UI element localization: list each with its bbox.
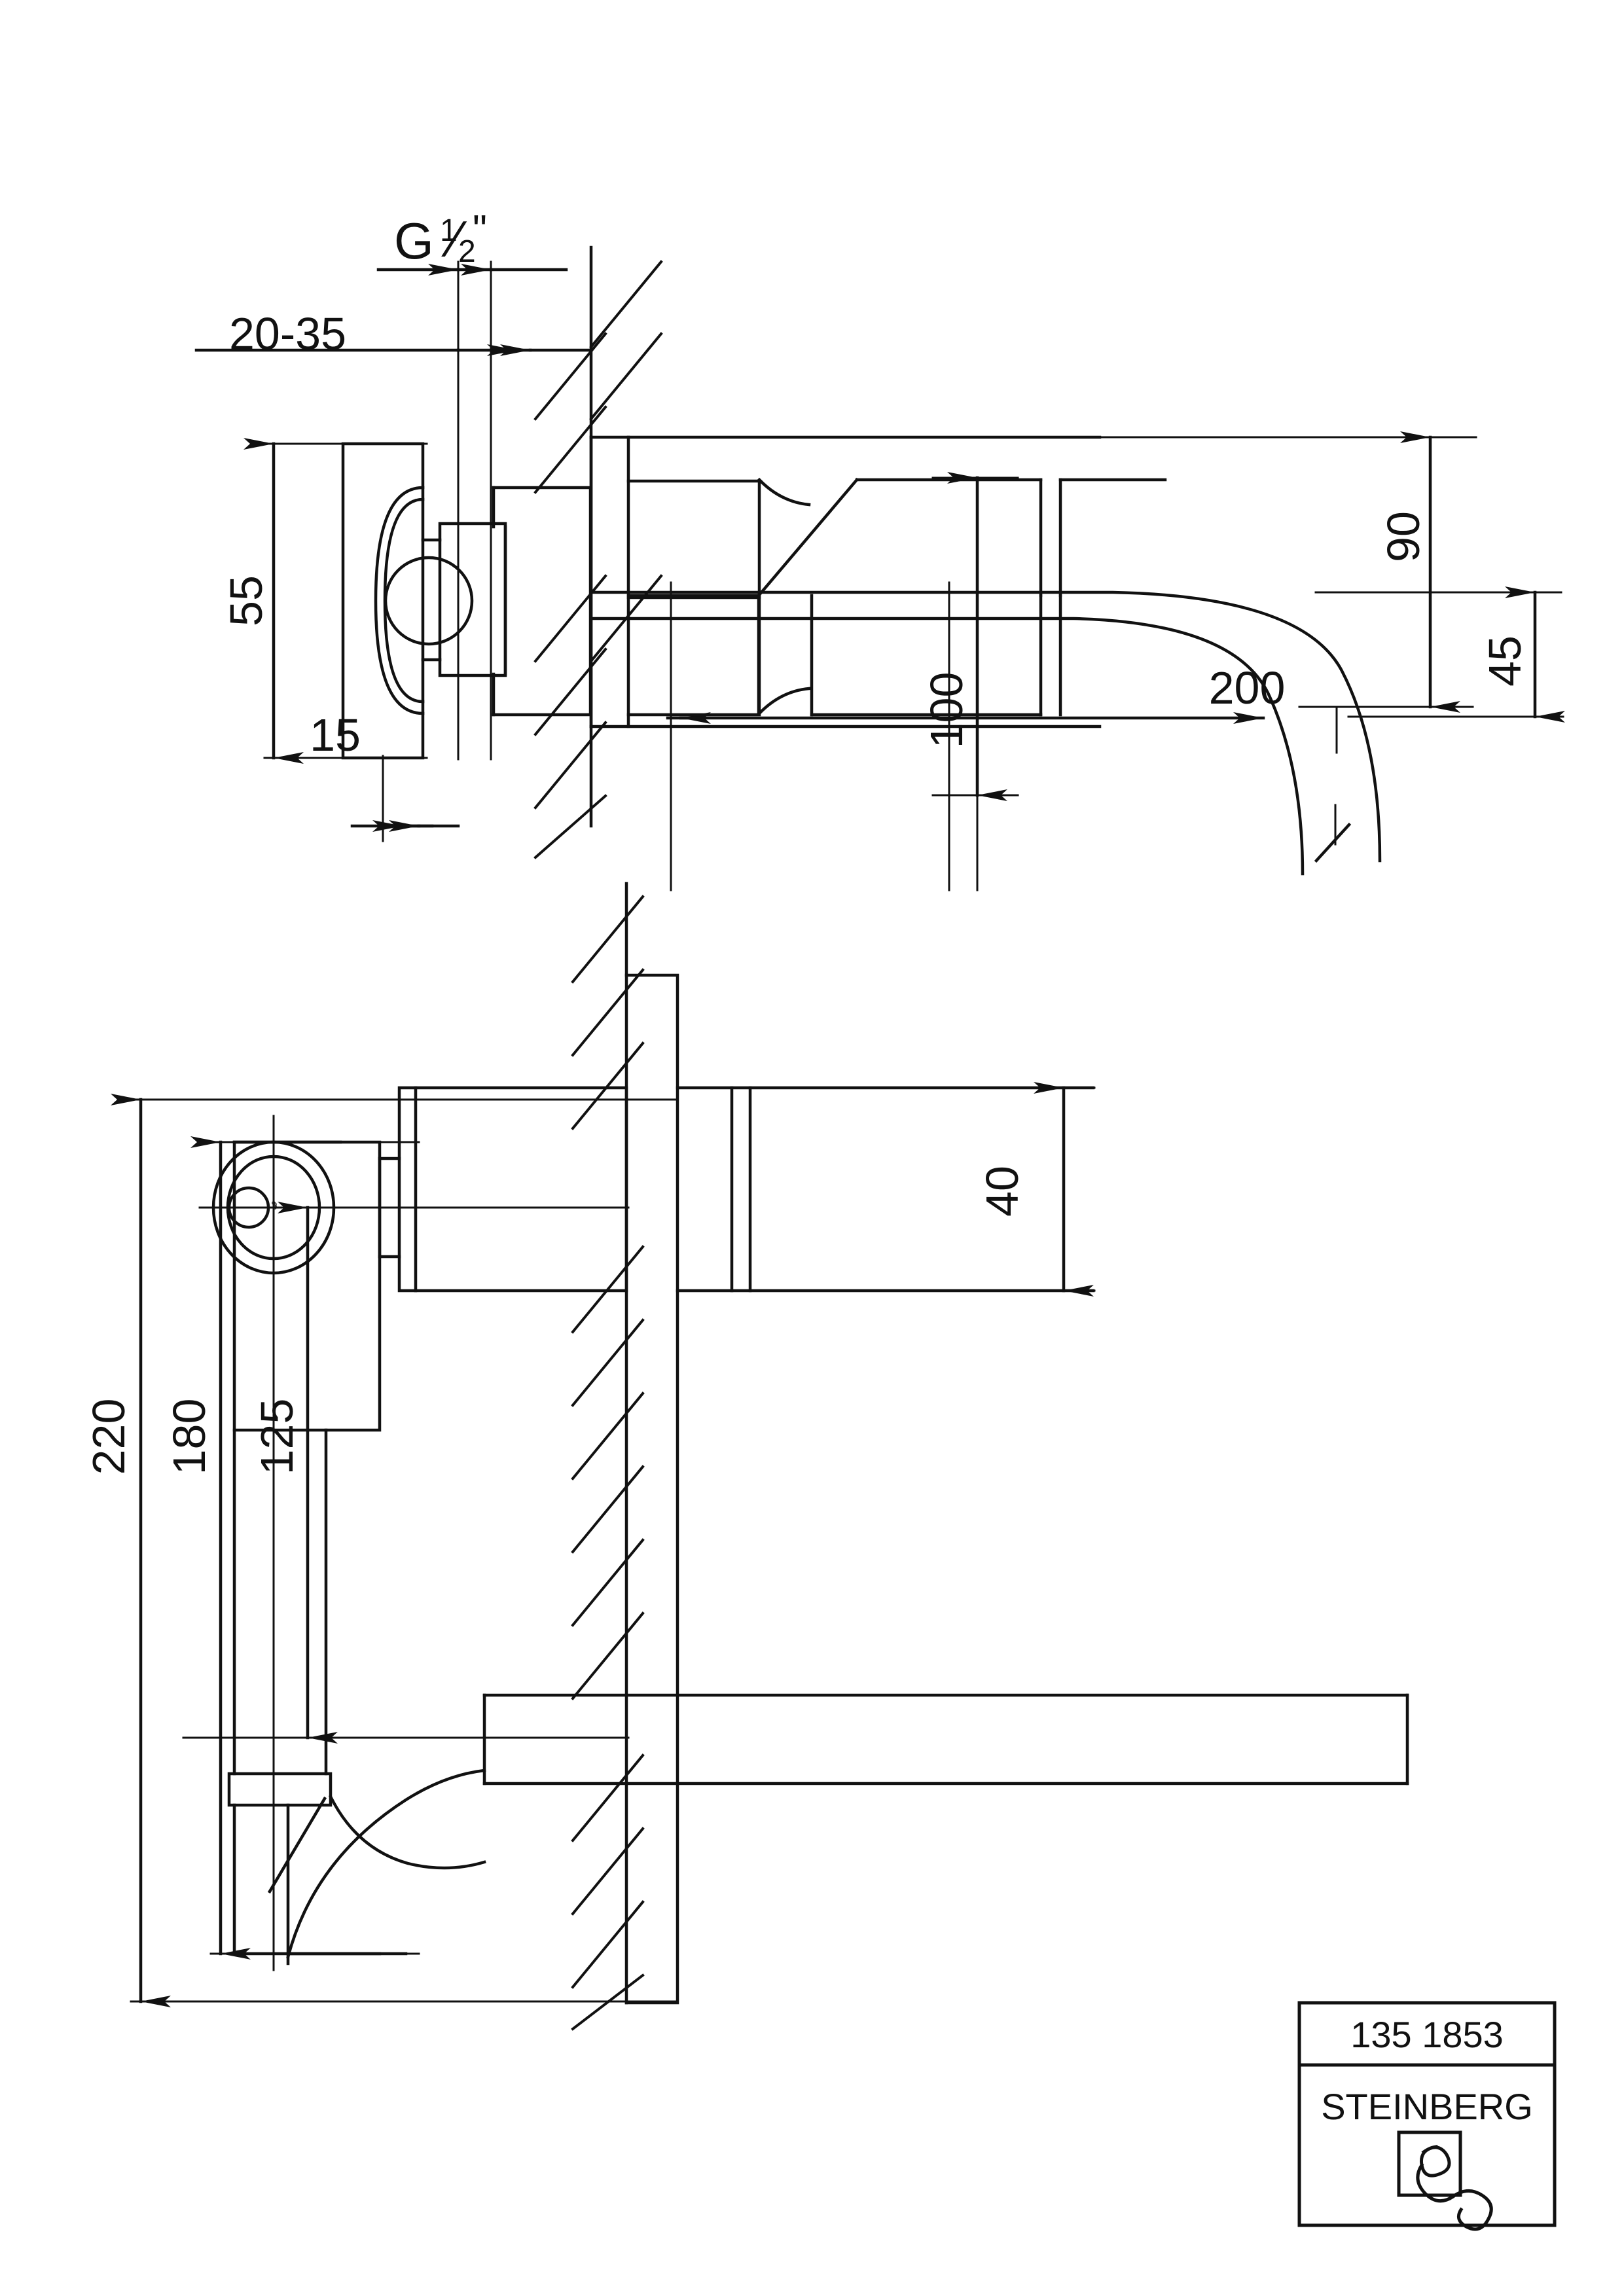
- side-view-centerlines: [182, 1115, 630, 1971]
- dim-label-g-thread-frac-den: 2: [458, 234, 476, 269]
- dim-label-180: 180: [164, 1399, 215, 1475]
- top-view-lever-lower: [757, 594, 1062, 717]
- top-view-escutcheon: [341, 442, 474, 760]
- side-view-escutcheon: [211, 1140, 382, 1432]
- dim-label-g-thread-frac-num: 1: [440, 213, 458, 248]
- top-view-lever-handle: [756, 477, 1167, 598]
- side-view-body: [378, 1086, 628, 1293]
- dim-label-200: 200: [1209, 662, 1286, 713]
- dim-label-55: 55: [221, 575, 272, 626]
- dim-label-40: 40: [977, 1166, 1028, 1217]
- dim-height-180: [190, 1136, 420, 1960]
- side-view-lever-arm: [267, 1693, 1409, 1959]
- dim-label-g-thread-inch: ": [473, 207, 487, 253]
- dim-label-45: 45: [1479, 636, 1530, 687]
- side-view-wall-section: [571, 882, 645, 2031]
- dim-label-125: 125: [251, 1399, 302, 1475]
- dim-offset-15: [350, 755, 460, 842]
- dim-label-g-thread: G: [394, 212, 434, 270]
- dim-label-220: 220: [83, 1399, 134, 1475]
- dim-g-thread: [376, 260, 568, 761]
- dim-height-90: [1098, 431, 1562, 713]
- article-number: 135 1853: [1350, 2014, 1504, 2055]
- side-view-cartridge: [227, 1428, 382, 1965]
- side-view-wall-plate: [624, 973, 679, 2005]
- title-block-frame: [1297, 2001, 1557, 2231]
- dim-label-wall-range: 20-35: [229, 308, 346, 359]
- dim-label-15: 15: [310, 709, 361, 761]
- dim-width-40: [749, 1082, 1096, 1297]
- top-view-connector: [421, 486, 592, 717]
- dim-height-125: [278, 1202, 499, 1744]
- top-view-spout: [589, 435, 1382, 876]
- top-view-wall-section: [533, 245, 663, 859]
- dim-label-90: 90: [1378, 511, 1429, 562]
- dim-height-45: [1347, 586, 1565, 723]
- dim-total-220: [111, 1094, 679, 2007]
- dim-label-100: 100: [921, 672, 972, 749]
- brand-name: STEINBERG: [1321, 2086, 1533, 2127]
- dim-height-55: [244, 438, 428, 764]
- side-view-spout-block: [676, 1086, 1095, 1293]
- dim-reach-200: [666, 581, 1338, 891]
